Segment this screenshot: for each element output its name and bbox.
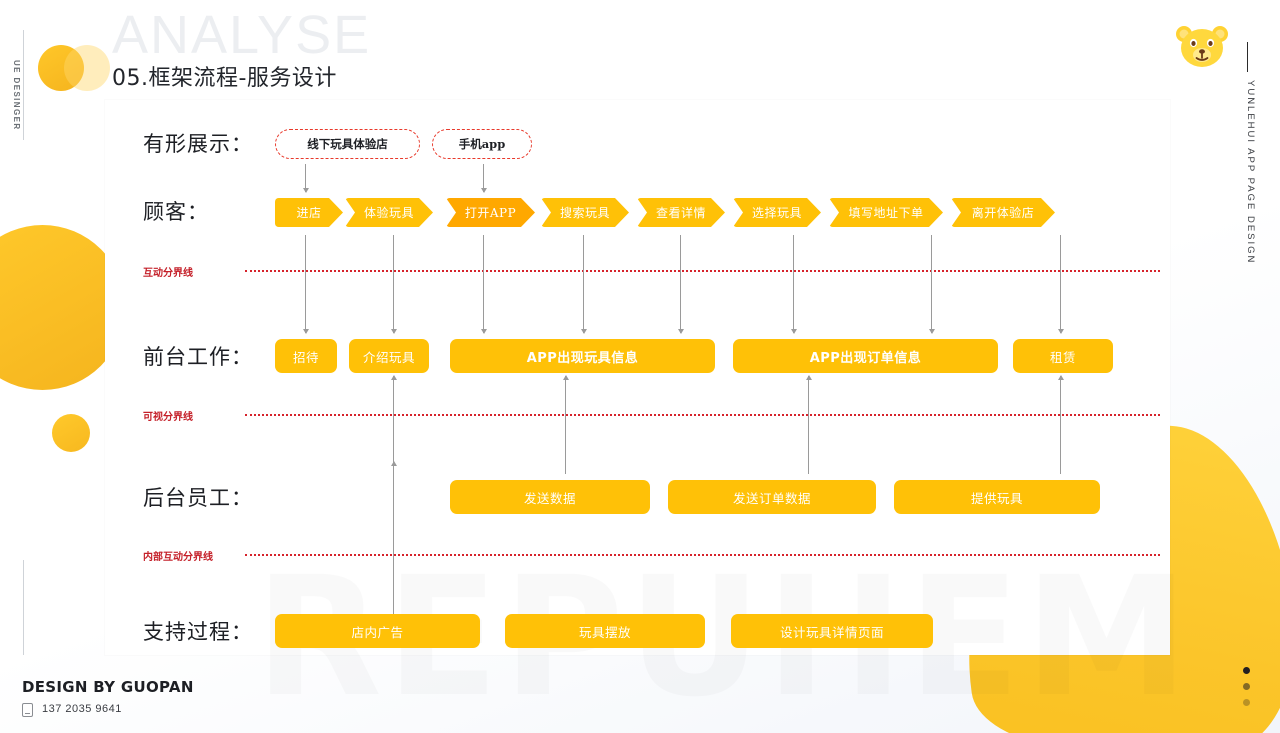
customer-step-7[interactable]: 填写地址下单 [829,198,943,227]
customer-step-2[interactable]: 体验玩具 [345,198,433,227]
connector-f2 [562,375,569,474]
customer-step-1[interactable]: 进店 [275,198,343,227]
connector-b1 [390,461,397,614]
frontstage-box-4[interactable]: APP出现订单信息 [733,339,998,373]
connector-c5 [677,235,684,334]
backstage-box-2[interactable]: 发送订单数据 [668,480,876,514]
divider-line-internal [245,554,1160,556]
connector-c8 [1057,235,1064,334]
frontstage-box-5[interactable]: 租赁 [1013,339,1113,373]
connector-c3 [480,235,487,334]
left-rail-line-bottom [23,560,24,655]
row-label-customer: 顾客： [143,200,209,224]
section-watermark-analyse: ANALYSE [112,5,372,65]
dot-3[interactable] [1243,699,1250,706]
frontstage-box-1[interactable]: 招待 [275,339,337,373]
connector-f3 [805,375,812,474]
logo-mark [38,45,114,91]
support-box-2[interactable]: 玩具摆放 [505,614,705,648]
customer-step-5[interactable]: 查看详情 [637,198,725,227]
divider-line-visibility [245,414,1160,416]
connector-c2 [390,235,397,334]
support-box-3[interactable]: 设计玩具详情页面 [731,614,933,648]
divider-label-interaction: 互动分界线 [143,268,193,279]
dot-2[interactable] [1243,683,1250,690]
bear-logo-icon [1176,26,1228,67]
connector-c6 [790,235,797,334]
divider-label-visibility: 可视分界线 [143,412,193,423]
pagination-dots[interactable] [1243,667,1250,715]
right-rail-line [1247,42,1248,72]
evidence-box-mobile-app[interactable]: 手机app [432,129,532,159]
page-title: 05.框架流程-服务设计 [112,66,337,91]
customer-step-8[interactable]: 离开体验店 [951,198,1055,227]
right-rail-label: YUNLEHUI APP PAGE DESIGN [1245,80,1256,265]
decor-circle-small [52,414,90,452]
customer-step-3[interactable]: 打开APP [446,198,535,227]
row-label-backstage: 后台员工： [143,486,253,510]
left-rail-line-top [23,30,24,140]
connector-c4 [580,235,587,334]
row-label-support: 支持过程： [143,620,253,644]
footer-phone-number: 137 2035 9641 [42,703,122,715]
evidence-box-offline-store[interactable]: 线下玩具体验店 [275,129,420,159]
dot-1[interactable] [1243,667,1250,674]
service-blueprint-card: REPUHEM 有形展示： 顾客： 前台工作： 后台员工： 支持过程： 线下玩具… [105,100,1170,655]
logo-circle-solid [38,45,84,91]
divider-line-interaction [245,270,1160,272]
customer-step-4[interactable]: 搜索玩具 [541,198,629,227]
connector-c1 [302,235,309,334]
logo-circle-translucent [64,45,110,91]
row-label-evidence: 有形展示： [143,132,253,156]
row-label-frontstage: 前台工作： [143,345,253,369]
frontstage-box-3[interactable]: APP出现玩具信息 [450,339,715,373]
connector-f1 [390,375,397,474]
divider-label-internal: 内部互动分界线 [143,552,213,563]
footer-design-by: DESIGN BY GUOPAN [22,678,194,696]
support-box-1[interactable]: 店内广告 [275,614,480,648]
left-rail-label: UE DESINGER [12,60,21,131]
backstage-box-1[interactable]: 发送数据 [450,480,650,514]
frontstage-box-2[interactable]: 介绍玩具 [349,339,429,373]
connector-evidence-store [302,164,309,193]
backstage-box-3[interactable]: 提供玩具 [894,480,1100,514]
phone-icon [22,703,33,717]
connector-c7 [928,235,935,334]
connector-f4 [1057,375,1064,474]
connector-evidence-app [480,164,487,193]
customer-step-6[interactable]: 选择玩具 [733,198,821,227]
